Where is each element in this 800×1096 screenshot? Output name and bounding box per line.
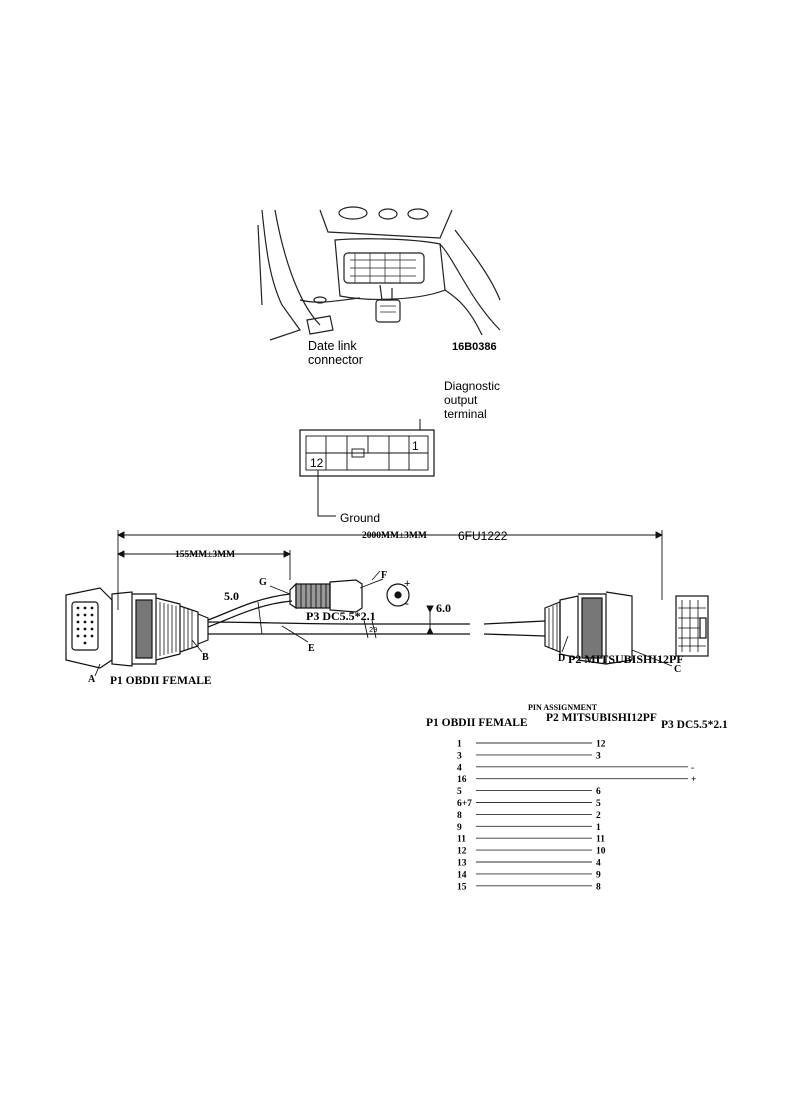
pin-row: 11 11: [457, 835, 605, 845]
dim-6-label: 6.0: [436, 601, 451, 615]
pin-p2-value: 6: [596, 787, 601, 797]
callout-g: G: [259, 577, 267, 588]
col-header-p2: P2 MITSUBISHI12PF: [546, 712, 657, 724]
pin-p1-value: 9: [457, 823, 462, 833]
overall-length-label: 2000MM±3MM: [362, 531, 427, 541]
p3-label: P3 DC5.5*2.1: [306, 609, 376, 623]
pin-p1-value: 12: [457, 847, 467, 857]
p1-obd-connector: [65, 587, 209, 669]
diagnostic-terminal-label-2: output: [444, 393, 478, 407]
callout-c: C: [674, 664, 681, 675]
callout-a: A: [88, 674, 96, 685]
dim-5-label: 5.0: [224, 589, 239, 603]
ground-label: Ground: [340, 511, 380, 525]
p3-dc-jack: [289, 570, 410, 613]
pin-p2-value: 10: [596, 847, 606, 857]
pin-p2-value: 5: [596, 799, 601, 809]
callout-e: E: [308, 643, 315, 654]
pin-row: 14 9: [457, 870, 601, 880]
pin-1-label: 1: [412, 439, 419, 453]
part-number-label: 6FU1222: [458, 529, 508, 543]
pin-p3-value: +: [691, 775, 696, 785]
cable-wires: [207, 593, 546, 639]
pin-row: 15 8: [457, 882, 601, 892]
data-link-label-line2: connector: [308, 353, 363, 367]
dashboard-illustration: [257, 206, 501, 341]
diagnostic-connector-face: [299, 419, 435, 517]
pin-p2-value: 8: [596, 882, 601, 892]
pin-p2-value: 3: [596, 751, 601, 761]
callout-b: B: [202, 652, 209, 663]
pin-p1-value: 11: [457, 835, 466, 845]
pin-p1-value: 3: [457, 751, 462, 761]
callout-f: F: [381, 570, 387, 581]
diagnostic-terminal-label-1: Diagnostic: [444, 379, 500, 393]
pin-row: 13 4: [457, 859, 601, 869]
jack-plus-sign: +: [404, 578, 410, 590]
col-header-p1: P1 OBDII FEMALE: [426, 717, 528, 729]
pin-row: 4-: [457, 763, 694, 773]
pin-p2-value: 11: [596, 835, 605, 845]
pin-p2-value: 9: [596, 870, 601, 880]
pin-p2-value: 1: [596, 823, 601, 833]
pin-row: 12 10: [457, 847, 606, 857]
pin-p1-value: 4: [457, 763, 462, 773]
pin-p1-value: 8: [457, 811, 462, 821]
pin-p3-value: -: [691, 763, 694, 773]
cable-dimension-lines: [116, 530, 664, 635]
diagnostic-terminal-label-3: terminal: [444, 407, 487, 421]
pin-12-label: 12: [310, 456, 324, 470]
pin-table-title: PIN ASSIGNMENT: [528, 703, 598, 712]
pin-row: 16 +: [457, 775, 696, 785]
pin-row: 6+7 5: [457, 799, 601, 809]
pin-p1-value: 5: [457, 787, 462, 797]
col-header-p3: P3 DC5.5*2.1: [661, 719, 728, 731]
pin-p1-value: 1: [457, 740, 462, 750]
pin-row: 1 12: [457, 740, 606, 750]
data-link-label-line1: Date link: [308, 339, 357, 353]
pin-p2-value: 12: [596, 740, 606, 750]
pin-p1-value: 16: [457, 775, 467, 785]
jack-minus-sign: -: [405, 596, 409, 610]
p1-label: P1 OBDII FEMALE: [110, 675, 212, 687]
cable-break-mark: 29: [369, 627, 377, 635]
pin-p1-value: 6+7: [457, 799, 472, 809]
pin-p1-value: 13: [457, 859, 467, 869]
callout-d: D: [558, 653, 565, 664]
pin-p2-value: 2: [596, 811, 601, 821]
figure-code: 16B0386: [452, 341, 497, 353]
callout-leaders: [94, 578, 673, 677]
pin-p1-value: 15: [457, 882, 467, 892]
pin-p1-value: 14: [457, 870, 467, 880]
p2-mitsubishi-connector: [544, 591, 709, 665]
branch-length-label: 155MM±3MM: [175, 550, 235, 560]
pin-assignment-table: PIN ASSIGNMENT P1 OBDII FEMALE P2 MITSUB…: [426, 703, 728, 892]
pin-p2-value: 4: [596, 859, 601, 869]
p2-label: P2 MITSUBISHI12PF: [568, 652, 684, 666]
